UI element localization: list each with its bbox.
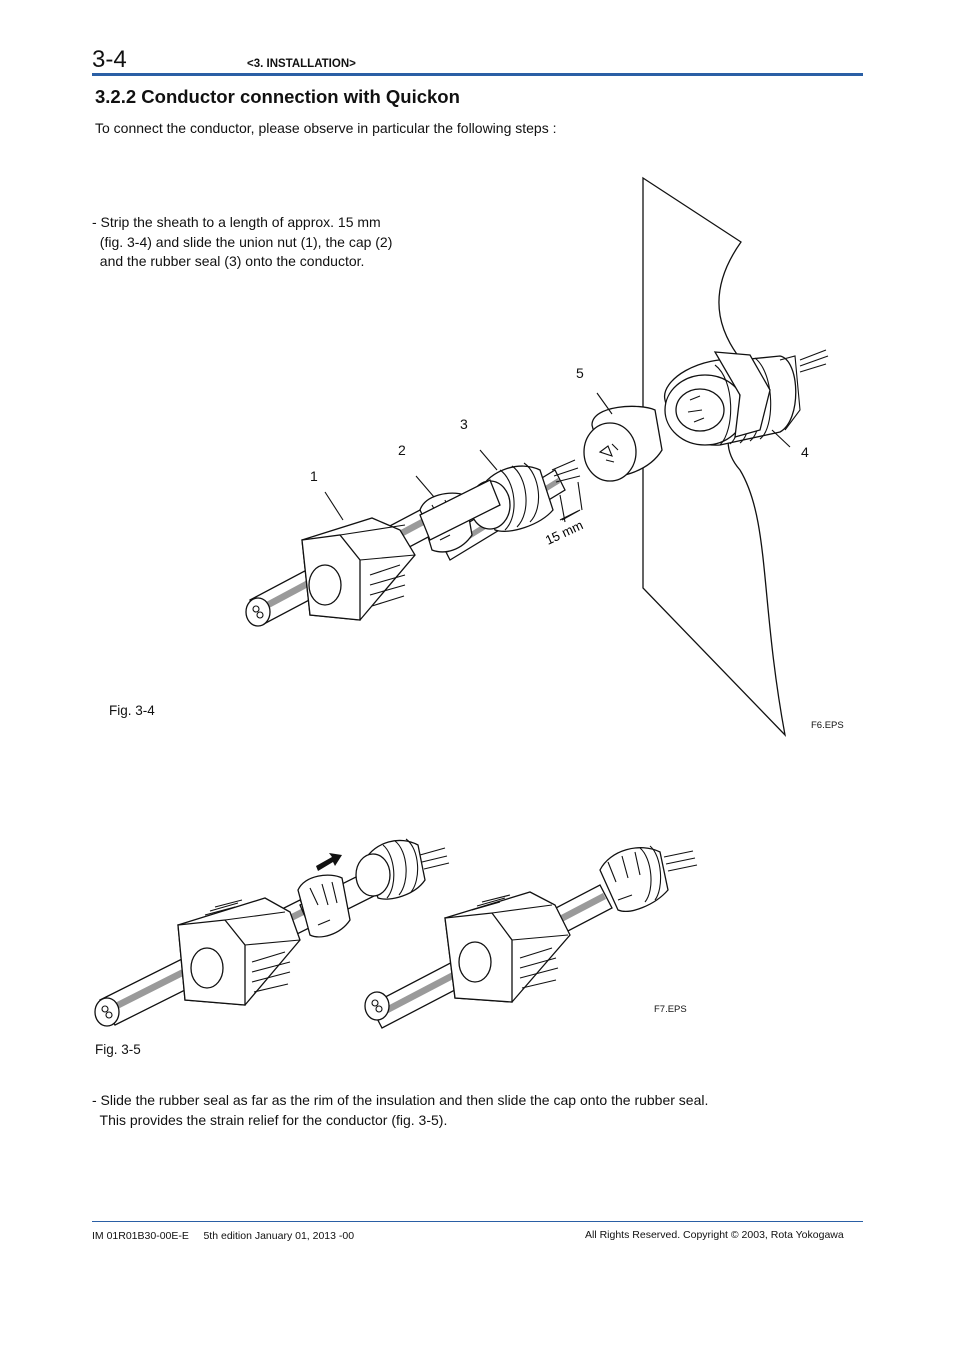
step-2-line: This provides the strain relief for the … <box>92 1111 448 1128</box>
step-1-line: and the rubber seal (3) onto the conduct… <box>92 253 365 269</box>
step-2-text: - Slide the rubber seal as far as the ri… <box>92 1091 708 1130</box>
insert-part <box>583 392 663 482</box>
callout-4: 4 <box>801 444 809 460</box>
header-rule <box>92 73 863 76</box>
figure-3-5-label: Fig. 3-5 <box>95 1042 141 1057</box>
page-number: 3-4 <box>92 46 127 73</box>
footer-copyright: All Rights Reserved. Copyright © 2003, R… <box>585 1229 844 1241</box>
figure-3-5-eps: F7.EPS <box>654 1004 687 1015</box>
figure-3-4-eps: F6.EPS <box>811 720 844 731</box>
callout-3: 3 <box>460 416 468 432</box>
step-1-line: - Strip the sheath to a length of approx… <box>92 214 381 230</box>
connector-body <box>664 349 829 448</box>
section-header: <3. INSTALLATION> <box>247 58 356 70</box>
section-title: 3.2.2 Conductor connection with Quickon <box>95 86 460 107</box>
intro-text: To connect the conductor, please observe… <box>95 120 557 136</box>
step-2-line: - Slide the rubber seal as far as the ri… <box>92 1092 709 1108</box>
step-1-text: - Strip the sheath to a length of approx… <box>92 213 392 272</box>
footer-doc-id: IM 01R01B30-00E-E 5th edition January 01… <box>92 1230 355 1242</box>
step-1-line: (fig. 3-4) and slide the union nut (1), … <box>92 233 393 250</box>
callout-5: 5 <box>576 365 584 381</box>
figure-3-4-label: Fig. 3-4 <box>109 703 155 718</box>
union-nut <box>301 491 416 621</box>
footer-rule <box>92 1221 863 1222</box>
callout-2: 2 <box>398 442 406 458</box>
callout-1: 1 <box>310 468 318 484</box>
